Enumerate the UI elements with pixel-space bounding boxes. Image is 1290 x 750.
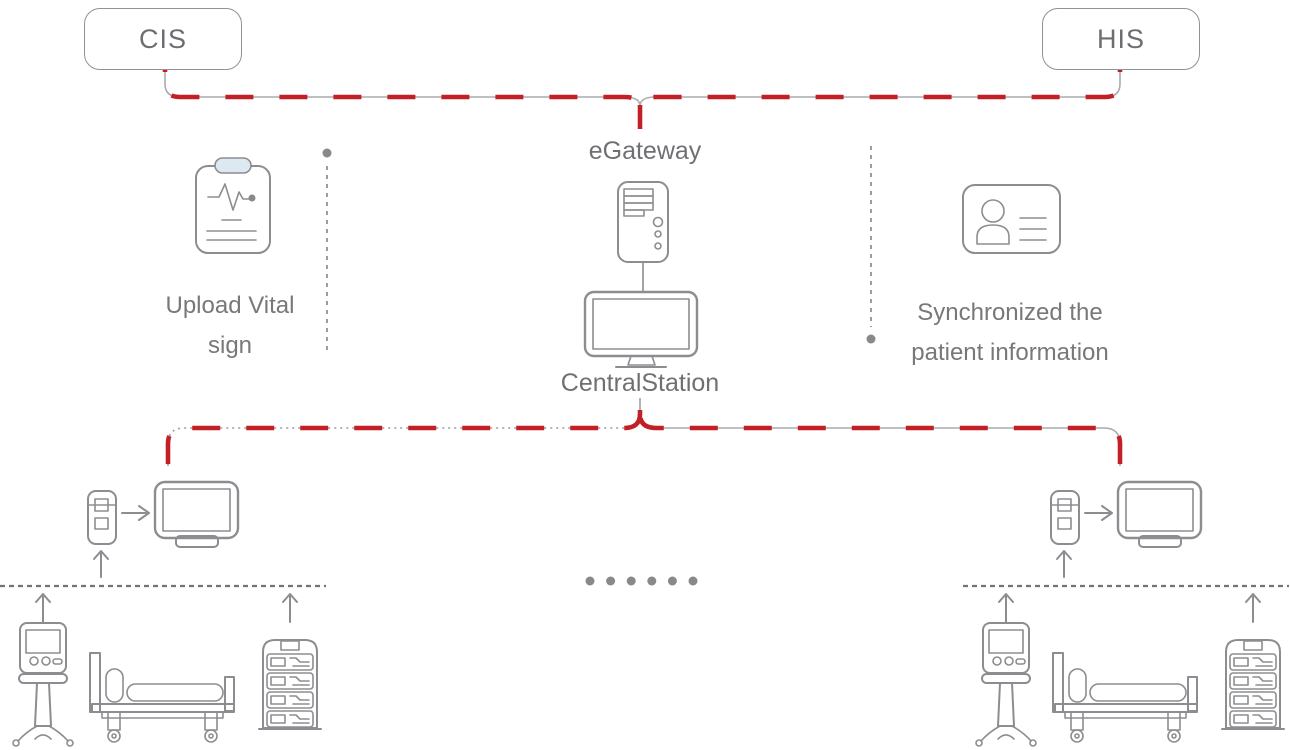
arrow-up-from-ventilator <box>35 593 51 623</box>
arrow-up-from-rack <box>282 593 298 623</box>
upload-flow-dotted-line <box>322 148 332 350</box>
upload-flow-dot <box>322 148 332 158</box>
centralstation-left-branch <box>165 398 643 468</box>
bedside-unit-left <box>0 480 326 747</box>
his-node: HIS <box>1042 8 1200 70</box>
centralstation-right-branch <box>637 398 1123 468</box>
ellipsis-dots <box>585 576 698 586</box>
server-tower-icon <box>617 181 669 293</box>
sync-patient-info-caption: Synchronized the patient information <box>911 299 1109 366</box>
ventilator-icon <box>12 622 74 747</box>
hospital-bed-icon <box>89 652 235 743</box>
rack-module-row <box>266 710 314 728</box>
desktop-monitor-icon <box>583 290 699 368</box>
cis-egateway-link <box>162 68 643 107</box>
vital-signs-clipboard-icon <box>195 157 271 254</box>
ellipsis-dot <box>647 576 657 586</box>
ellipsis-dot <box>606 576 616 586</box>
central-station-label: CentralStation <box>560 369 720 397</box>
ellipsis-dot <box>688 576 698 586</box>
ellipsis-dot <box>585 576 595 586</box>
patient-id-card-icon <box>962 184 1061 254</box>
telemetry-transmitter-icon <box>87 490 117 545</box>
rack-module-row <box>266 672 314 690</box>
his-egateway-link <box>637 68 1123 107</box>
ellipsis-dot <box>667 576 677 586</box>
infusion-module-rack-icon <box>258 639 322 730</box>
bedside-unit-right <box>961 480 1290 748</box>
upload-vital-sign-caption: Upload Vital sign <box>165 292 295 359</box>
cis-node: CIS <box>84 8 242 70</box>
rack-module-row <box>266 691 314 709</box>
arrow-transmitter-to-monitor <box>121 505 150 521</box>
rack-module-row <box>266 653 314 671</box>
arrow-up-to-transmitter <box>93 550 109 578</box>
ellipsis-dot <box>626 576 636 586</box>
sync-flow-dot <box>866 334 876 344</box>
egateway-label: eGateway <box>588 137 702 165</box>
sync-flow-dotted-line <box>866 146 876 344</box>
bedside-monitor-icon <box>153 480 240 548</box>
